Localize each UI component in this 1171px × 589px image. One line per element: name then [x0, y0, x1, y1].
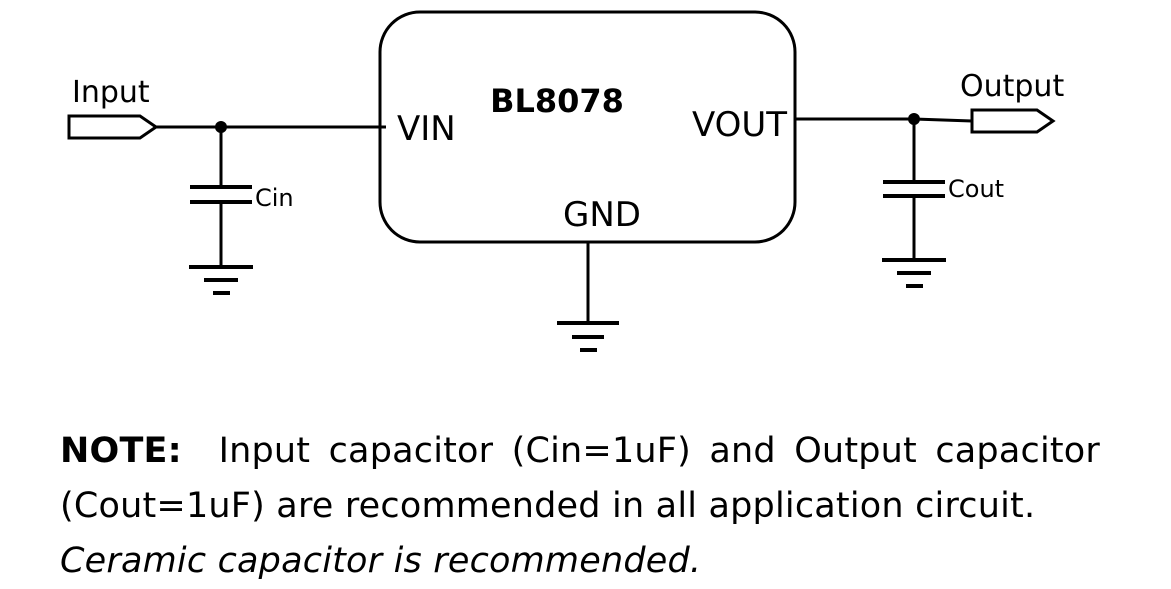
note-italic: Ceramic capacitor is recommended.	[60, 541, 702, 581]
note-label: NOTE:	[60, 431, 182, 471]
output-wire-to-port	[913, 117, 973, 123]
chip-ground-icon	[557, 321, 619, 352]
output-port-icon	[970, 108, 1056, 134]
pin-vin-label: VIN	[397, 109, 456, 149]
output-label: Output	[960, 69, 1064, 104]
cin-label: Cin	[255, 184, 294, 212]
input-port-icon	[67, 114, 159, 140]
cout-label: Cout	[948, 175, 1004, 203]
note-paragraph: NOTE: Input capacitor (Cin=1uF) and Outp…	[60, 424, 1100, 589]
circuit-schematic: BL8078 VIN VOUT GND Input Cin Output Cou…	[67, 10, 1064, 352]
chip-name: BL8078	[490, 82, 624, 120]
cout-ground-icon	[882, 258, 946, 288]
note-text: Input capacitor (Cin=1uF) and Output cap…	[60, 431, 1100, 526]
input-label: Input	[72, 75, 150, 110]
pin-gnd-label: GND	[563, 195, 641, 235]
cin-ground-icon	[189, 265, 253, 295]
pin-vout-label: VOUT	[692, 105, 787, 145]
